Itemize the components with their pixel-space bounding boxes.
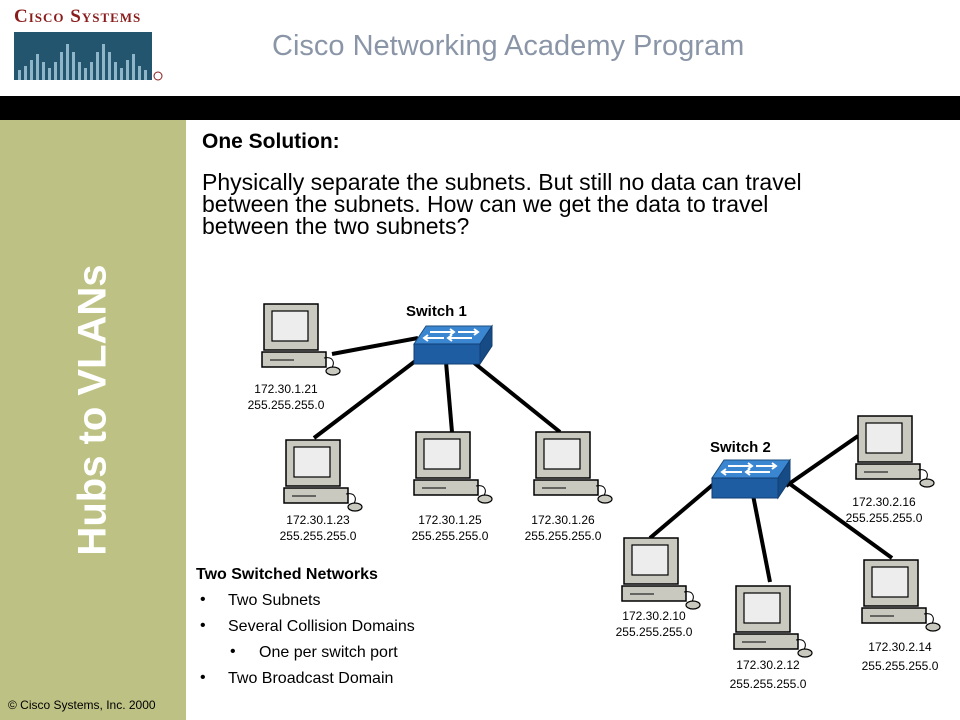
logo-bars-icon bbox=[14, 32, 163, 81]
pc-icon bbox=[861, 559, 941, 632]
link-sw1-h4 bbox=[466, 356, 562, 434]
cisco-logo: Cisco Systems bbox=[14, 6, 164, 84]
sidebar-title: Hubs to VLANs bbox=[70, 264, 115, 556]
paragraph-line: between the two subnets? bbox=[202, 213, 470, 239]
list-title: Two Switched Networks bbox=[196, 566, 378, 583]
network-diagram: Switch 1 Switch 2 172.30.1.21 255.255.25… bbox=[248, 303, 941, 691]
paragraph-line: Physically separate the subnets. But sti… bbox=[202, 169, 802, 195]
host-ip: 172.30.2.14 bbox=[868, 640, 932, 654]
list-item: Several Collision Domains bbox=[196, 617, 415, 644]
summary-list: Two Switched Networks Two Subnets Severa… bbox=[196, 566, 415, 696]
host-mask: 255.255.255.0 bbox=[248, 398, 325, 412]
link-sw1-h3 bbox=[444, 361, 454, 433]
host-mask: 255.255.255.0 bbox=[730, 677, 807, 691]
host-mask: 255.255.255.0 bbox=[862, 659, 939, 673]
host-mask: 255.255.255.0 bbox=[280, 529, 357, 543]
list-item: Two Broadcast Domain bbox=[196, 669, 415, 696]
host-mask: 255.255.255.0 bbox=[525, 529, 602, 543]
link-sw1-h1 bbox=[331, 336, 419, 356]
pc-icon bbox=[261, 303, 341, 376]
link-sw2-h7 bbox=[750, 489, 772, 583]
host-mask: 255.255.255.0 bbox=[412, 529, 489, 543]
list-item: One per switch port bbox=[196, 643, 415, 670]
host-ip: 172.30.1.26 bbox=[531, 513, 595, 527]
host-ip: 172.30.2.12 bbox=[736, 658, 800, 672]
pc-icon bbox=[621, 537, 701, 610]
link-sw2-h5 bbox=[784, 434, 860, 488]
host-ip: 172.30.1.23 bbox=[286, 513, 350, 527]
link-sw1-h2 bbox=[312, 354, 424, 440]
pc-icon bbox=[283, 439, 363, 512]
logo-text: Cisco Systems bbox=[14, 6, 142, 27]
slide-paragraph: Physically separate the subnets. But sti… bbox=[202, 169, 942, 239]
host-ip: 172.30.2.16 bbox=[852, 495, 916, 509]
link-sw2-h8 bbox=[788, 482, 894, 560]
sidebar bbox=[0, 120, 186, 720]
network-links bbox=[312, 336, 894, 583]
host-mask: 255.255.255.0 bbox=[616, 625, 693, 639]
switch-2-icon bbox=[711, 459, 791, 499]
top-bar bbox=[0, 96, 960, 120]
list-item: Two Subnets bbox=[196, 591, 415, 618]
copyright: © Cisco Systems, Inc. 2000 bbox=[8, 698, 156, 712]
switch-1-icon bbox=[413, 325, 493, 365]
switch-2-label: Switch 2 bbox=[710, 439, 771, 456]
pc-icon bbox=[533, 431, 613, 504]
host-mask: 255.255.255.0 bbox=[846, 511, 923, 525]
program-title: Cisco Networking Academy Program bbox=[272, 30, 745, 62]
host-ip: 172.30.2.10 bbox=[622, 609, 686, 623]
paragraph-line: between the subnets. How can we get the … bbox=[202, 191, 769, 217]
pc-icon bbox=[855, 415, 935, 488]
host-ip: 172.30.1.25 bbox=[418, 513, 482, 527]
slide-heading: One Solution: bbox=[202, 130, 340, 153]
pc-icon bbox=[413, 431, 493, 504]
host-ip: 172.30.1.21 bbox=[254, 382, 318, 396]
pc-icon bbox=[733, 585, 813, 658]
switch-1-label: Switch 1 bbox=[406, 303, 467, 320]
link-sw2-h6 bbox=[648, 480, 718, 540]
